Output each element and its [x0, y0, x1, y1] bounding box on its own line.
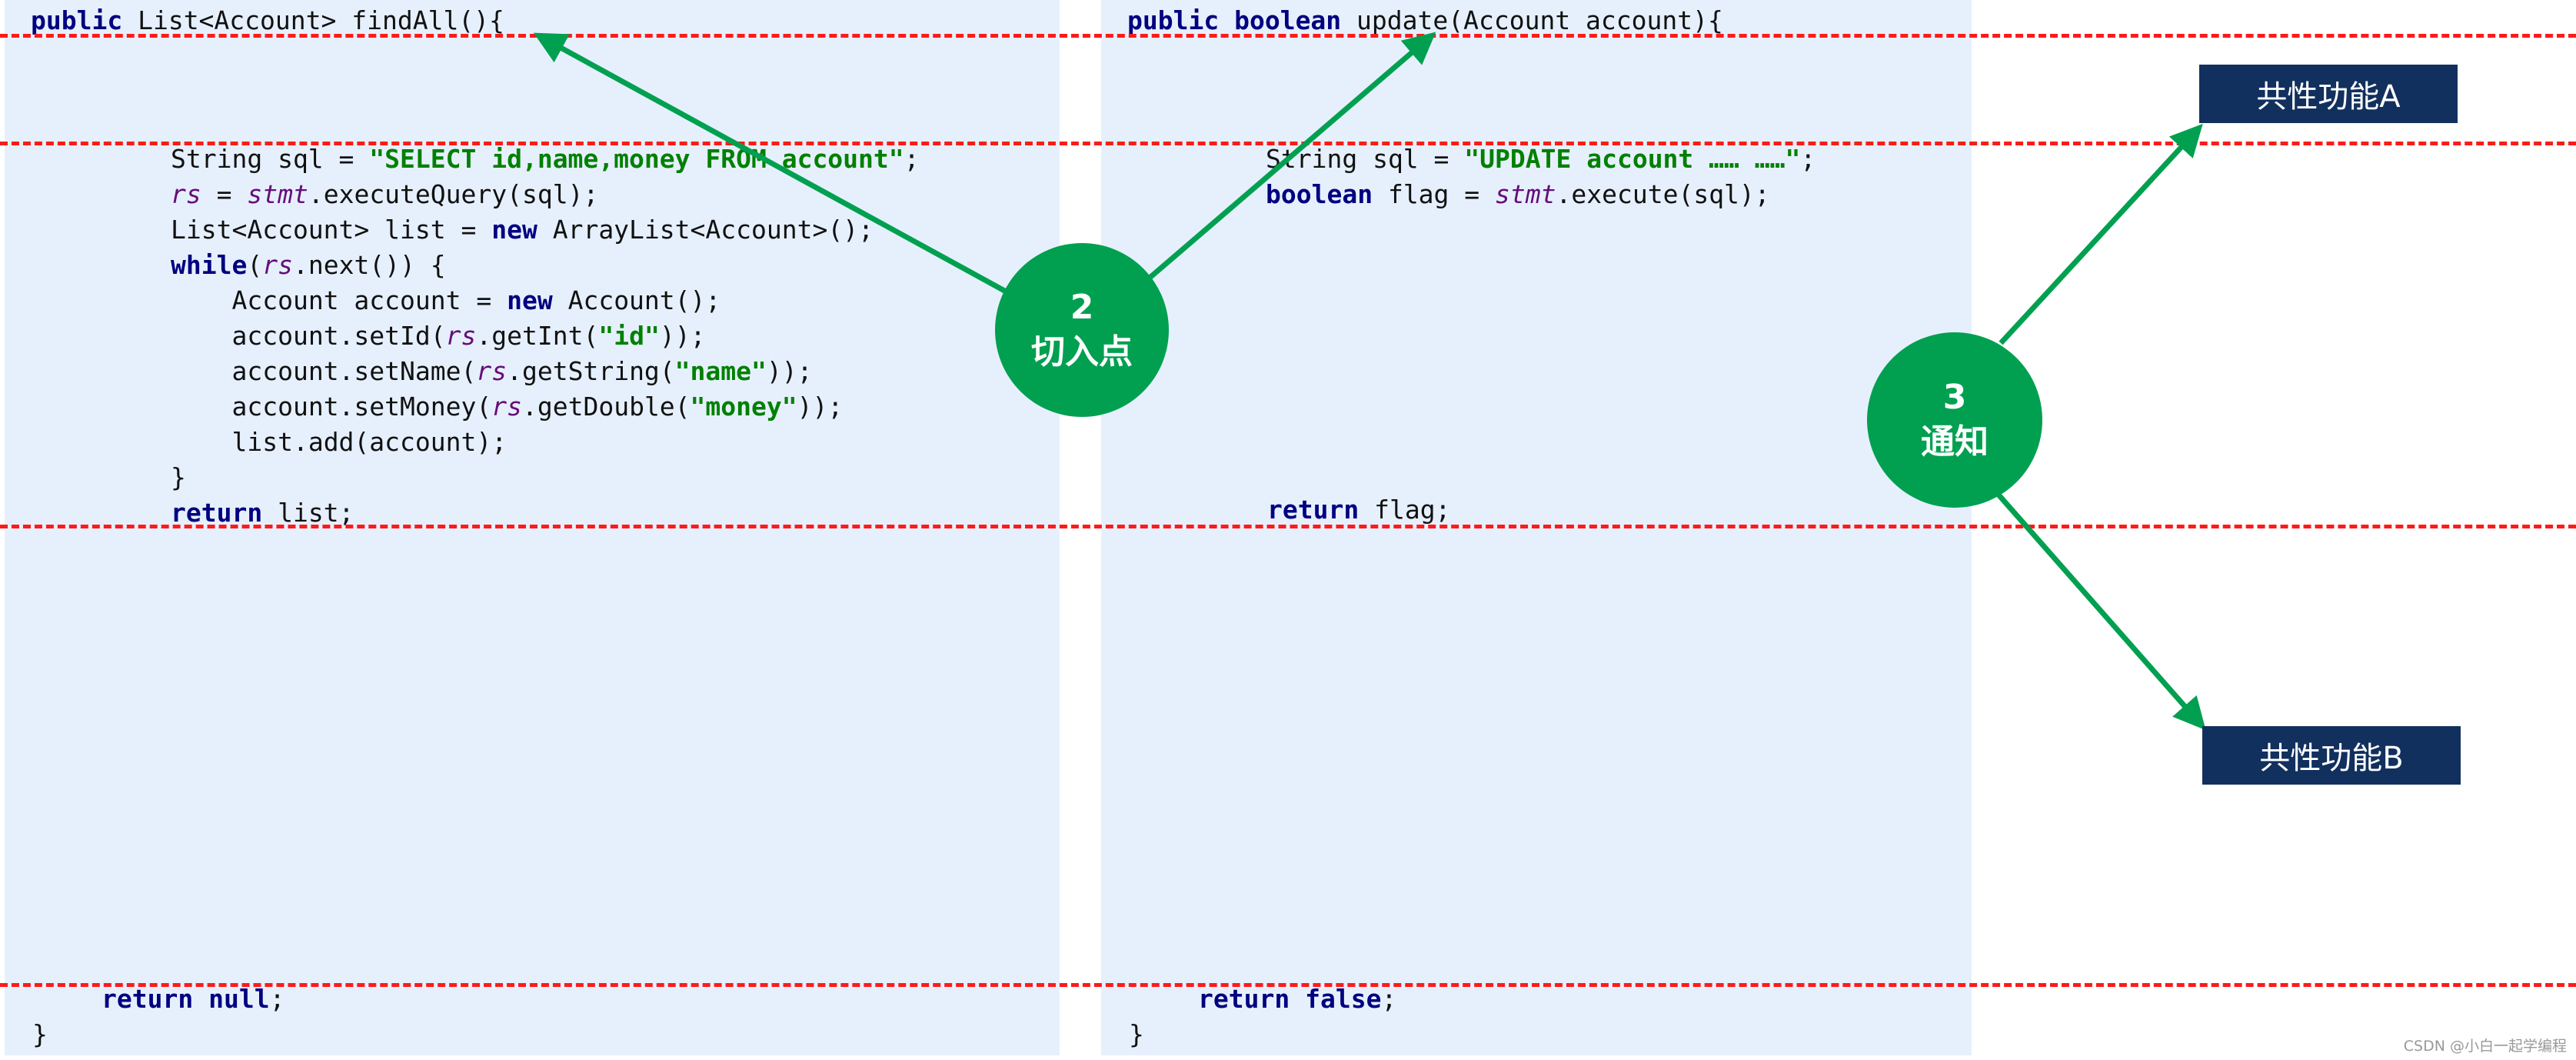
pointcut-number: 2 [1070, 288, 1094, 327]
right-return-false: return false; [1198, 984, 1397, 1014]
advice-number: 3 [1942, 378, 1967, 417]
dashed-line-1 [0, 34, 2576, 38]
common-feature-a-box: 共性功能A [2199, 65, 2458, 123]
left-closing-brace: } [32, 1019, 48, 1049]
dashed-line-3 [0, 525, 2576, 528]
right-closing-brace: } [1129, 1019, 1144, 1049]
right-method-body: String sql = "UPDATE account …… ……"; boo… [1266, 144, 1816, 209]
dashed-line-2 [0, 142, 2576, 145]
left-method-signature: public List<Account> findAll(){ [31, 5, 504, 35]
right-method-signature: public boolean update(Account account){ [1127, 5, 1723, 35]
pointcut-label: 切入点 [1031, 332, 1133, 372]
left-return-null: return null; [102, 984, 285, 1014]
common-feature-b-box: 共性功能B [2202, 726, 2461, 785]
arrow-pointcut-to-findall [533, 32, 1009, 295]
arrow-advice-to-feature-a [1999, 123, 2203, 345]
arrow-advice-to-feature-b [1995, 492, 2206, 731]
pointcut-circle: 2 切入点 [995, 243, 1169, 417]
dashed-line-4 [0, 983, 2576, 987]
advice-circle: 3 通知 [1867, 332, 2042, 508]
right-return-flag: return flag; [1267, 495, 1451, 525]
arrow-pointcut-to-update [1147, 32, 1436, 281]
watermark: CSDN @小白一起学编程 [2403, 1038, 2567, 1055]
advice-label: 通知 [1921, 422, 1989, 462]
left-method-body: String sql = "SELECT id,name,money FROM … [171, 144, 920, 528]
